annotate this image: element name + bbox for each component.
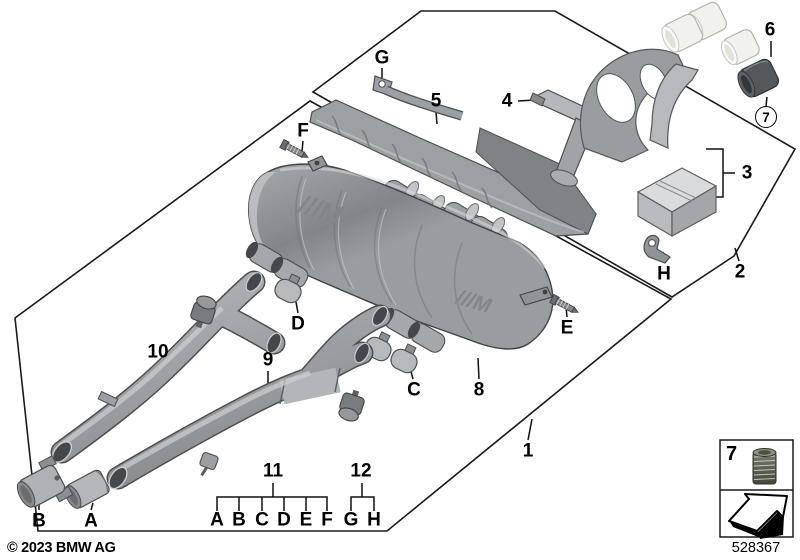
callout-9[interactable]: 9 [262, 349, 274, 371]
legend-letter-c[interactable]: C [255, 509, 269, 531]
image-number: 528367 [731, 540, 781, 556]
legend-letter-g[interactable]: G [343, 509, 359, 531]
legend-letter-a[interactable]: A [210, 509, 224, 531]
tailpipe-tip-dark-part-6 [737, 58, 780, 98]
copyright-text: © 2023 BMW AG [7, 540, 116, 556]
callout-5[interactable]: 5 [430, 90, 442, 112]
clamp-c-2 [390, 343, 418, 374]
callout-f[interactable]: F [297, 120, 309, 142]
direction-of-travel-arrow-icon [728, 493, 788, 539]
legend-letter-h[interactable]: H [367, 509, 381, 531]
callout-10[interactable]: 10 [147, 341, 169, 363]
callout-4[interactable]: 4 [501, 90, 513, 112]
callout-8[interactable]: 8 [473, 379, 485, 401]
exhaust-flap-actuator-10 [190, 295, 217, 329]
tailpipe-tip-single [720, 29, 760, 66]
legend-letter-b[interactable]: B [232, 509, 246, 531]
bracket-part-g [372, 75, 464, 121]
legend-letter-e[interactable]: E [299, 509, 313, 531]
bracket-part-h [643, 234, 671, 264]
callout-e[interactable]: E [560, 317, 574, 339]
pipe-9-hanger [199, 451, 219, 477]
pipe-10-hanger [97, 390, 119, 408]
exhaust-flap-actuator-9 [338, 389, 365, 422]
legend-letter-f[interactable]: F [321, 509, 333, 531]
callout-6[interactable]: 6 [764, 19, 776, 41]
threaded-insert-icon [752, 448, 777, 485]
callout-b[interactable]: B [32, 510, 46, 532]
clamp-sleeve-part-b [16, 455, 74, 508]
heat-shield-part-5 [309, 99, 597, 237]
curved-bracket-part-3 [649, 63, 699, 149]
info-box [719, 439, 794, 539]
clamp-d [274, 273, 302, 304]
info-box-number: 7 [726, 443, 738, 465]
callout-12[interactable]: 12 [350, 460, 372, 482]
callout-d[interactable]: D [291, 313, 305, 335]
callout-2[interactable]: 2 [734, 261, 746, 283]
kit-box-part-3 [636, 167, 718, 238]
pipe-part-10 [50, 270, 286, 464]
screw-part-f [279, 138, 309, 158]
diagram-frame-main [14, 100, 673, 532]
callout-h[interactable]: H [657, 263, 671, 285]
callout-3[interactable]: 3 [741, 162, 753, 184]
diagram-frame-kit [311, 10, 797, 298]
callout-g[interactable]: G [374, 47, 390, 69]
callout-a[interactable]: A [84, 510, 98, 532]
callout-1[interactable]: 1 [522, 440, 534, 462]
legend-letter-d[interactable]: D [277, 509, 291, 531]
muffler-part-8: ///M ///M [247, 155, 554, 350]
callout-11[interactable]: 11 [262, 460, 284, 482]
screw-part-e [549, 293, 579, 313]
callout-c[interactable]: C [407, 379, 421, 401]
pipe-part-9 [106, 304, 392, 490]
tailpipe-tip-pair [661, 1, 728, 53]
callout-7-circled[interactable]: 7 [755, 106, 777, 128]
mount-bracket-with-holes [579, 48, 689, 163]
